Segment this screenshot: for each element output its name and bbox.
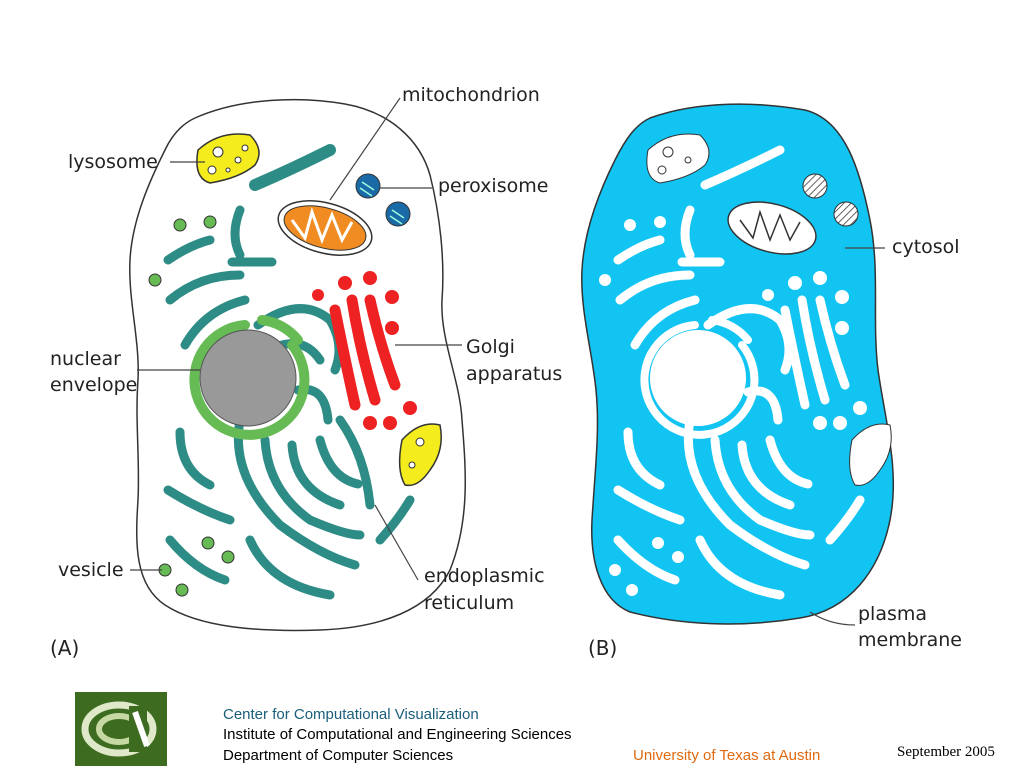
footer-institute: Institute of Computational and Engineeri… [223, 726, 572, 743]
label-vesicle: vesicle [58, 559, 124, 581]
golgi-a [312, 271, 417, 430]
leader-lines-b [809, 247, 885, 626]
label-nuclear: nuclear [50, 348, 121, 370]
footer-department: Department of Computer Sciences [223, 747, 454, 764]
mitochondrion-a [277, 200, 373, 256]
label-cytosol: cytosol [892, 236, 960, 258]
label-endoplasmic: endoplasmic [424, 565, 545, 587]
mitochondrion-b [727, 201, 817, 255]
cell-a [129, 98, 466, 632]
label-golgi: Golgi [466, 336, 515, 358]
peroxisome-b-1 [802, 173, 828, 199]
lysosome-a-2 [398, 423, 442, 487]
peroxisome-b-2 [833, 201, 859, 227]
panel-label-a: (A) [50, 636, 79, 660]
label-peroxisome: peroxisome [438, 175, 548, 197]
label-mitochondrion: mitochondrion [402, 84, 540, 106]
footer-university: University of Texas at Austin [633, 747, 821, 764]
label-apparatus: apparatus [466, 363, 562, 385]
cell-b [581, 103, 895, 625]
label-lysosome: lysosome [68, 151, 158, 173]
panel-label-b: (B) [588, 636, 617, 660]
footer-center-name: Center for Computational Visualization [223, 706, 479, 723]
lysosome-b-2 [849, 423, 892, 486]
cell-diagram: [data-name="endoplasmic-reticulum-a"] pa… [50, 84, 962, 660]
nucleus-b [650, 330, 746, 426]
label-membrane: membrane [858, 629, 962, 651]
label-plasma: plasma [858, 603, 927, 625]
footer-date: September 2005 [897, 744, 995, 760]
nucleus-a [189, 315, 310, 440]
label-reticulum: reticulum [424, 592, 514, 614]
organelles-b [613, 145, 865, 600]
leader-lines-a [130, 97, 462, 581]
label-envelope: envelope [50, 374, 137, 396]
vesicles-a [148, 215, 235, 597]
ccv-logo-icon [75, 692, 167, 766]
